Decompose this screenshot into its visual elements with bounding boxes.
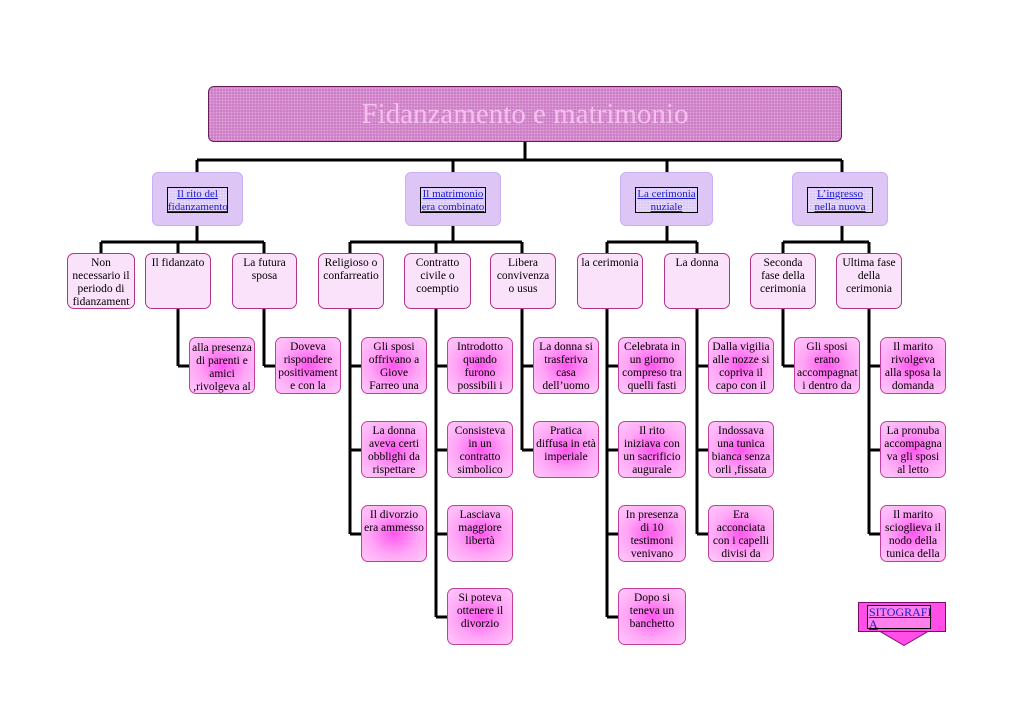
leaf-pronuba: La pronuba accompagna va gli sposi al le… xyxy=(880,421,946,478)
sitografia-link[interactable]: SITOGRAFI A xyxy=(867,605,932,631)
leaf-obblighi: La donna aveva certi obblighi da rispett… xyxy=(361,421,427,478)
leaf-pratica-diffusa: Pratica diffusa in età imperiale xyxy=(533,421,599,478)
leaf-gli-sposi-offrivano: Gli sposi offrivano a Giove Farreo una f… xyxy=(361,337,427,394)
leaf-dieci-testimoni: In presenza di 10 testimoni venivano xyxy=(618,505,686,562)
leaf-sposi-accompagnati: Gli sposi erano accompagnat i dentro da xyxy=(794,337,860,394)
link-matrimonio-combinato[interactable]: Il matrimonio era combinato xyxy=(420,187,486,213)
sub-contratto-civile: Contratto civile o coemptio xyxy=(404,253,471,309)
sub-il-fidanzato: Il fidanzato xyxy=(145,253,211,309)
leaf-trasferiva-casa: La donna si trasferiva casa dell’uomo xyxy=(533,337,599,394)
sub-seconda-fase: Seconda fase della cerimonia xyxy=(750,253,816,309)
down-arrow-fill xyxy=(882,632,926,645)
link-ingresso-casa[interactable]: L’ingresso nella nuova casa xyxy=(807,187,873,213)
leaf-nodo-tunica: Il marito scioglieva il nodo della tunic… xyxy=(880,505,946,562)
sub-futura-sposa: La futura sposa xyxy=(232,253,297,309)
leaf-tunica-bianca: Indossava una tunica bianca senza orli ,… xyxy=(708,421,774,478)
leaf-marito-domanda: Il marito rivolgeva alla sposa la domand… xyxy=(880,337,946,394)
leaf-banchetto: Dopo si teneva un banchetto xyxy=(618,588,686,645)
sub-ultima-fase: Ultima fase della cerimonia xyxy=(836,253,902,309)
leaf-giorno-fasti: Celebrata in un giorno compreso tra quel… xyxy=(618,337,686,394)
link-rito-fidanzamento[interactable]: Il rito del fidanzamento xyxy=(167,187,228,213)
leaf-divorzio-ammesso: Il divorzio era ammesso xyxy=(361,505,427,562)
leaf-presenza-parenti: alla presenza di parenti e amici ,rivolg… xyxy=(189,337,255,394)
sub-la-donna: La donna xyxy=(664,253,730,309)
link-cerimonia-nuziale[interactable]: La cerimonia nuziale xyxy=(635,187,698,213)
leaf-contratto-simbolico: Consisteva in un contratto simbolico xyxy=(447,421,513,478)
category-cerimonia-nuziale: La cerimonia nuziale xyxy=(620,172,713,226)
sub-religioso: Religioso o confarreatio xyxy=(318,253,384,309)
leaf-acconciata: Era acconciata con i capelli divisi da xyxy=(708,505,774,562)
leaf-introdotto: Introdotto quando furono possibili i xyxy=(447,337,513,394)
category-ingresso-casa: L’ingresso nella nuova casa xyxy=(792,172,888,226)
sitografia-button[interactable]: SITOGRAFI A xyxy=(858,602,946,632)
category-rito-fidanzamento: Il rito del fidanzamento xyxy=(152,172,243,226)
sub-la-cerimonia: la cerimonia xyxy=(577,253,643,309)
leaf-doveva-rispondere: Doveva rispondere positivament e con la … xyxy=(275,337,341,394)
category-matrimonio-combinato: Il matrimonio era combinato xyxy=(405,172,501,226)
leaf-vigilia-nozze: Dalla vigilia alle nozze si copriva il c… xyxy=(708,337,774,394)
sub-non-necessario: Non necessario il periodo di fidanzament xyxy=(67,253,135,309)
leaf-ottenere-divorzio: Si poteva ottenere il divorzio xyxy=(447,588,513,645)
leaf-sacrificio-augurale: Il rito iniziava con un sacrificio augur… xyxy=(618,421,686,478)
leaf-maggiore-liberta: Lasciava maggiore libertà xyxy=(447,505,513,562)
sub-libera-convivenza: Libera convivenza o usus xyxy=(490,253,556,309)
page-title: Fidanzamento e matrimonio xyxy=(208,86,842,142)
